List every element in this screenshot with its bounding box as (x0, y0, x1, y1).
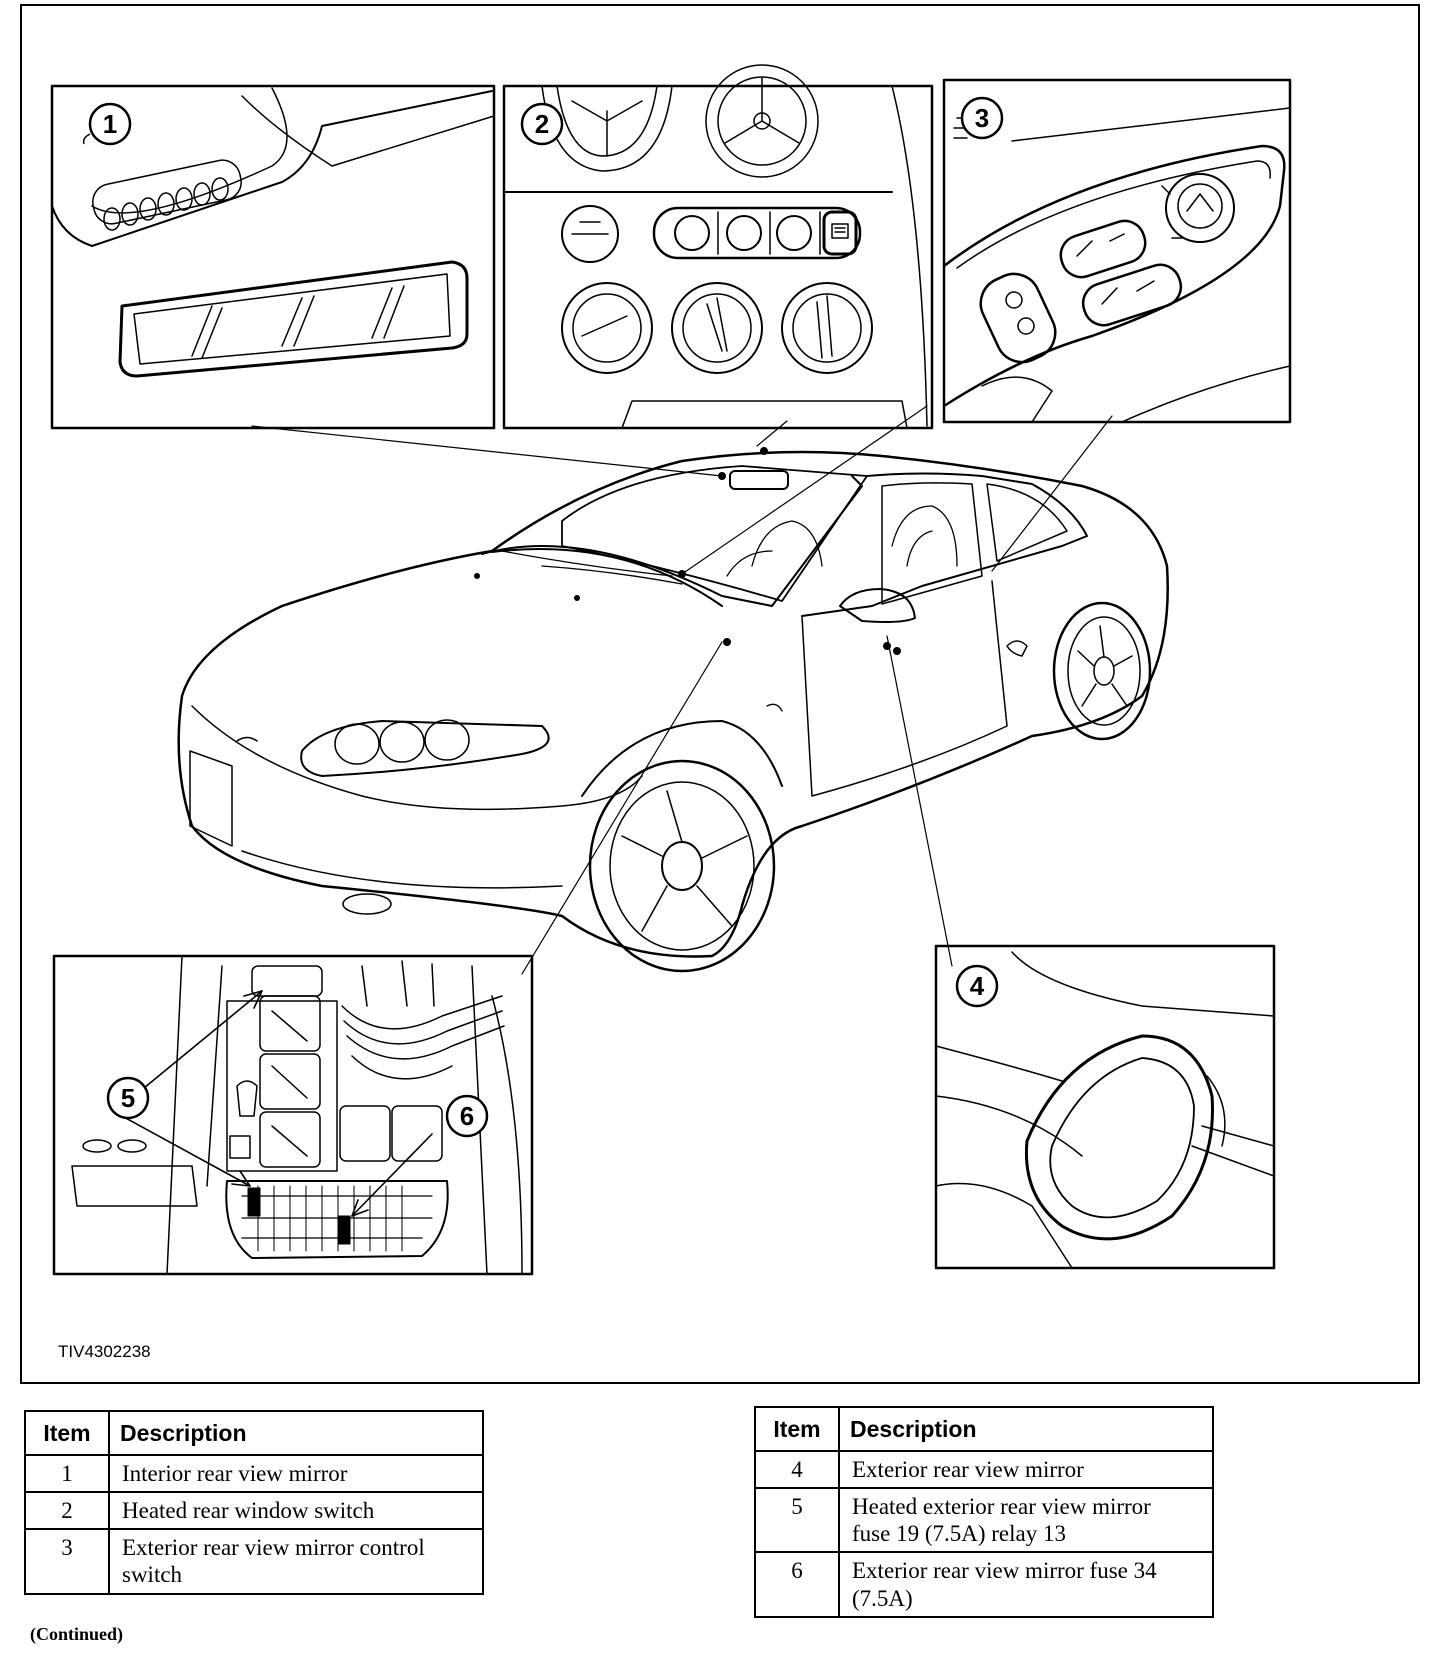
table-row: 6 Exterior rear view mirror fuse 34 (7.5… (754, 1551, 1214, 1618)
heated-rear-window-switch-icon (831, 223, 849, 239)
header-item: Item (24, 1410, 110, 1456)
item-number: 3 (24, 1528, 110, 1595)
table-header-row: Item Description (24, 1410, 484, 1456)
table-row: 4 Exterior rear view mirror (754, 1449, 1214, 1490)
callout-arrows (121, 990, 433, 1217)
callout-2: 2 (535, 109, 549, 139)
callout-layer: 1 2 3 4 5 6 (82, 96, 1004, 1138)
inset-panel-2 (502, 64, 934, 430)
callout-3: 3 (975, 103, 989, 133)
mirror-control-switch-icon (979, 173, 1235, 364)
item-description: Exterior rear view mirror fuse 34 (7.5A) (838, 1551, 1214, 1618)
header-description: Description (108, 1410, 484, 1456)
item-number: 4 (754, 1449, 840, 1490)
table-row: 2 Heated rear window switch (24, 1491, 484, 1531)
item-description: Exterior rear view mirror (838, 1449, 1214, 1490)
item-number: 1 (24, 1453, 110, 1494)
item-description: Heated rear window switch (108, 1491, 484, 1531)
items-table-right: Item Description 4 Exterior rear view mi… (754, 1406, 1214, 1618)
header-description: Description (838, 1406, 1214, 1452)
header-item: Item (754, 1406, 840, 1452)
exterior-mirror-icon (1024, 1034, 1226, 1241)
item-description: Exterior rear view mirror control switch (108, 1528, 484, 1595)
front-wheel-icon (588, 759, 776, 973)
table-header-row: Item Description (754, 1406, 1214, 1452)
callout-5: 5 (121, 1083, 135, 1113)
items-table-left: Item Description 1 Interior rear view mi… (24, 1410, 484, 1595)
item-number: 6 (754, 1551, 840, 1618)
callout-4: 4 (970, 971, 985, 1001)
continued-note: (Continued) (30, 1624, 124, 1644)
switch-bank-icon (561, 205, 862, 263)
table-row: 5 Heated exterior rear view mirror fuse … (754, 1487, 1214, 1554)
item-number: 5 (754, 1487, 840, 1554)
callout-1: 1 (103, 109, 117, 139)
figure-id: TIV4302238 (58, 1342, 151, 1361)
vehicle-drawing (177, 447, 1169, 973)
item-description: Interior rear view mirror (108, 1453, 484, 1494)
wiring-harness-icon (339, 960, 505, 1162)
interior-mirror-icon (118, 260, 469, 378)
rear-wheel-icon (1052, 601, 1152, 741)
table-row: 3 Exterior rear view mirror control swit… (24, 1528, 484, 1595)
inset-panel-4 (934, 944, 1276, 1270)
callout-6: 6 (460, 1101, 474, 1131)
overhead-console-lamp-icon (92, 159, 242, 231)
fuse-panel-icon (225, 1180, 449, 1259)
location-diagram: 1 2 3 4 5 6 TIV4302238 (20, 4, 1420, 1384)
table-row: 1 Interior rear view mirror (24, 1453, 484, 1494)
item-number: 2 (24, 1491, 110, 1531)
inset-panel-3 (942, 78, 1292, 424)
air-vent-right-icon (705, 64, 819, 178)
bracket-icon (71, 1080, 258, 1207)
diagram-artwork (50, 64, 1292, 1276)
inset-panel-fuse-box (52, 954, 534, 1276)
item-description: Heated exterior rear view mirror fuse 19… (838, 1487, 1214, 1554)
relay-block-icon (226, 965, 338, 1172)
climate-knob-icons (561, 282, 873, 374)
leader-lines (251, 405, 1113, 975)
